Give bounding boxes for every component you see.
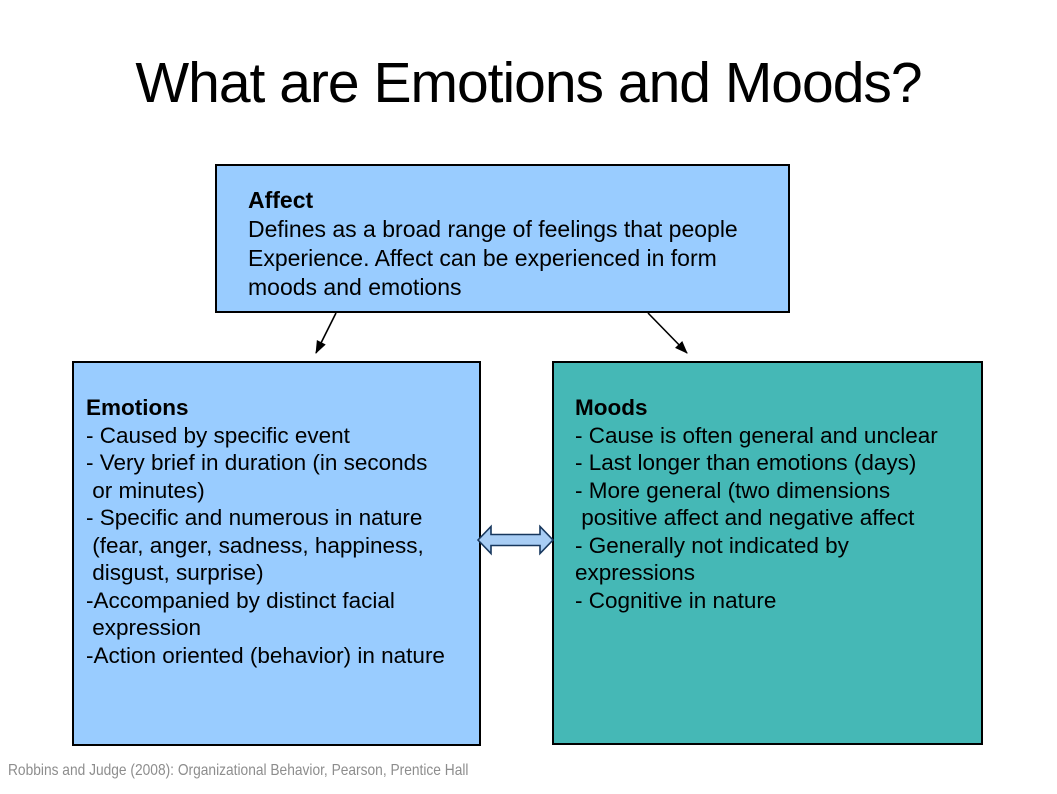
- affect-box-line: Defines as a broad range of feelings tha…: [248, 216, 738, 242]
- emotions-box-heading: Emotions: [86, 395, 189, 420]
- emotions-box-line: expression: [86, 615, 202, 640]
- emotions-box: Emotions - Caused by specific event - Ve…: [72, 361, 481, 746]
- double-headed-arrow-icon: [476, 524, 555, 556]
- emotions-box-line: (fear, anger, sadness, happiness,: [86, 532, 424, 558]
- moods-box: Moods - Cause is often general and uncle…: [552, 361, 983, 745]
- affect-box-heading: Affect: [248, 187, 314, 213]
- moods-box-line: - More general (two dimensions: [575, 477, 891, 503]
- emotions-box-line: -Accompanied by distinct facial: [86, 587, 395, 613]
- footer-citation: Robbins and Judge (2008): Organizational…: [8, 762, 469, 779]
- moods-box-line: positive affect and negative affect: [575, 505, 915, 530]
- connector-arrow-right-icon: [647, 312, 688, 354]
- moods-box-heading: Moods: [575, 395, 648, 420]
- emotions-box-line: disgust, surprise): [86, 560, 264, 585]
- affect-box-line: Experience. Affect can be experienced in…: [248, 245, 717, 271]
- slide-title: What are Emotions and Moods?: [135, 51, 922, 115]
- moods-box-line: expressions: [575, 560, 696, 585]
- moods-box-line: - Cause is often general and unclear: [575, 422, 938, 448]
- moods-box-line: - Generally not indicated by: [575, 532, 849, 558]
- emotions-box-line: - Very brief in duration (in seconds: [86, 450, 428, 475]
- connector-arrow-left-icon: [315, 312, 337, 354]
- emotions-box-line: - Specific and numerous in nature: [86, 505, 423, 530]
- moods-box-line: - Cognitive in nature: [575, 587, 777, 613]
- moods-box-line: - Last longer than emotions (days): [575, 450, 917, 475]
- emotions-box-line: - Caused by specific event: [86, 422, 350, 448]
- affect-box: Affect Defines as a broad range of feeli…: [215, 164, 790, 313]
- emotions-box-line: or minutes): [86, 477, 205, 503]
- emotions-box-line: -Action oriented (behavior) in nature: [86, 642, 445, 668]
- affect-box-line: moods and emotions: [248, 274, 462, 300]
